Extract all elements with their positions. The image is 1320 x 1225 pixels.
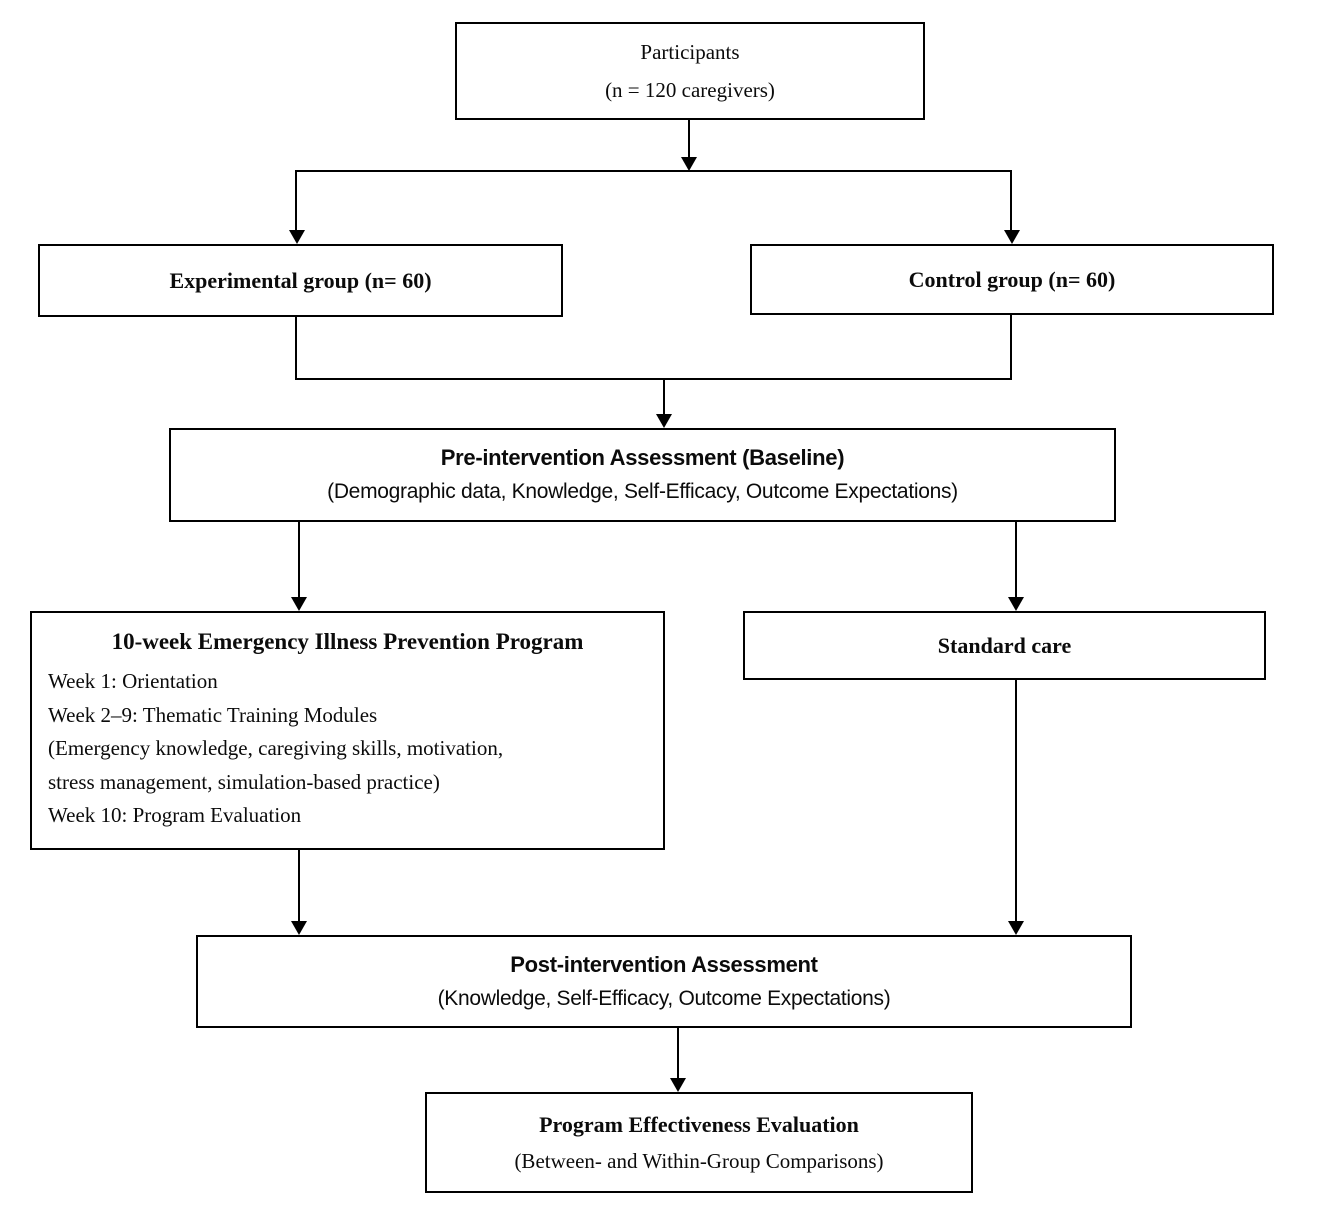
program-box: 10-week Emergency Illness Prevention Pro… [30,611,665,850]
arrowhead-down-icon [656,414,672,428]
arrowhead-down-icon [1008,921,1024,935]
arrowhead-down-icon [289,230,305,244]
post-intervention-assessment-box: Post-intervention Assessment (Knowledge,… [196,935,1132,1028]
experimental-group-label: Experimental group (n= 60) [169,267,432,293]
connector-experimental-merge [295,317,297,380]
arrowhead-down-icon [291,921,307,935]
arrowhead-down-icon [1004,230,1020,244]
arrowhead-down-icon [1008,597,1024,611]
pre-assessment-subtitle: (Demographic data, Knowledge, Self-Effic… [327,480,958,503]
arrowhead-down-icon [681,157,697,171]
program-title: 10-week Emergency Illness Prevention Pro… [111,629,584,654]
program-week1-line: Week 1: Orientation [48,669,218,693]
program-week10-line: Week 10: Program Evaluation [48,803,302,827]
program-week2-9-line: Week 2–9: Thematic Training Modules [48,702,378,727]
participants-count: (n = 120 caregivers) [605,78,775,102]
connector-post-to-evaluation [677,1028,679,1079]
connector-to-program [298,522,300,598]
connector-control-merge [1010,315,1012,380]
evaluation-title: Program Effectiveness Evaluation [539,1111,859,1137]
connector-to-pre-assessment [663,380,665,415]
program-evaluation-box: Program Effectiveness Evaluation (Betwee… [425,1092,973,1193]
connector-to-control [1010,170,1012,231]
arrowhead-down-icon [291,597,307,611]
standard-care-label: Standard care [937,632,1072,658]
connector-participants-stem [688,120,690,157]
standard-care-box: Standard care [743,611,1266,680]
connector-split-bar-top [295,170,1012,172]
connector-standard-to-post [1015,680,1017,922]
participants-title: Participants [640,40,740,64]
experimental-group-box: Experimental group (n= 60) [38,244,563,317]
participants-box: Participants (n = 120 caregivers) [455,22,925,120]
control-group-label: Control group (n= 60) [908,266,1116,292]
pre-assessment-title: Pre-intervention Assessment (Baseline) [440,445,845,470]
connector-program-to-post [298,850,300,922]
post-assessment-subtitle: (Knowledge, Self-Efficacy, Outcome Expec… [437,986,891,1010]
program-modules-line1: (Emergency knowledge, caregiving skills,… [48,736,504,760]
connector-merge-bar [295,378,1012,380]
post-assessment-title: Post-intervention Assessment [510,951,818,977]
connector-to-experimental [295,170,297,231]
connector-to-standard-care [1015,522,1017,598]
program-modules-line2: stress management, simulation-based prac… [48,769,440,794]
arrowhead-down-icon [670,1078,686,1092]
evaluation-subtitle: (Between- and Within-Group Comparisons) [514,1148,884,1173]
pre-intervention-assessment-box: Pre-intervention Assessment (Baseline) (… [169,428,1116,522]
control-group-box: Control group (n= 60) [750,244,1274,315]
